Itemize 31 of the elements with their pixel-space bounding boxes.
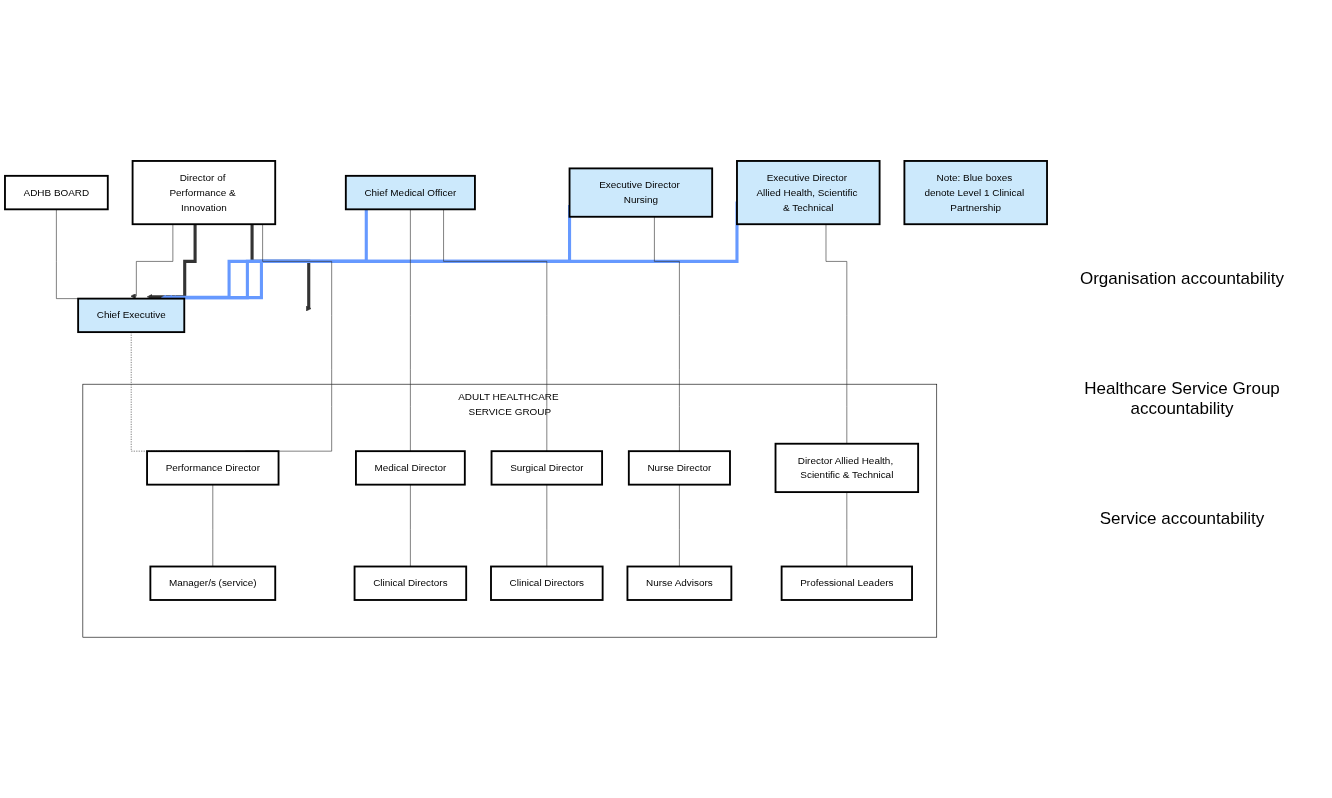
row-label: Healthcare Service Group accountability: [1083, 379, 1281, 419]
node-box: Performance Director: [146, 450, 280, 486]
arrow: [146, 224, 197, 300]
node-box: Chief Executive: [77, 297, 186, 333]
connector: [825, 223, 848, 444]
node-box: Medical Director: [355, 450, 466, 486]
connector: [410, 484, 411, 567]
node-box: Clinical Directors: [353, 565, 468, 601]
arrow: [250, 224, 312, 312]
connector: [654, 216, 680, 452]
connector: [443, 208, 548, 452]
node-box: Professional Leaders: [780, 565, 913, 601]
connector: [212, 484, 214, 567]
node-box: Clinical Directors: [490, 565, 604, 601]
connector: [410, 208, 411, 452]
connector: [846, 491, 848, 567]
node-box: Director Allied Health, Scientific & Technical: [774, 442, 920, 493]
node-box: Executive Director Allied Health, Scientific & Technical: [736, 159, 881, 226]
row-label: Service accountability: [1098, 509, 1266, 529]
node-box: Surgical Director: [490, 450, 603, 486]
node-box: Manager/s (service): [149, 565, 277, 601]
row-label: Organisation accountability: [1078, 269, 1286, 289]
connector: [546, 484, 548, 567]
node-box: Note: Blue boxes denote Level 1 Clinical Partnership: [903, 159, 1048, 226]
node-box: Nurse Director: [627, 450, 731, 486]
node-box: Chief Medical Officer: [344, 174, 476, 211]
node-box: ADHB BOARD: [4, 174, 109, 211]
connector: [679, 484, 680, 567]
node-box: Executive Director Nursing: [568, 167, 714, 218]
node-box: Nurse Advisors: [626, 565, 733, 601]
node-box: Director of Performance & Innovation: [131, 159, 277, 226]
